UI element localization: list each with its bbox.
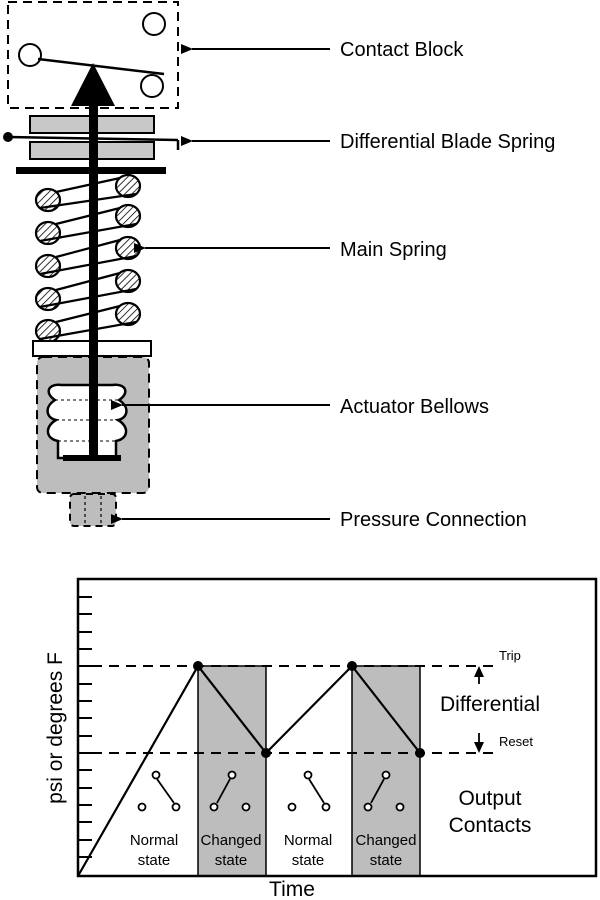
reset-point-1 xyxy=(261,748,271,758)
label-pressure-connection: Pressure Connection xyxy=(340,509,527,531)
differential-label: Differential xyxy=(440,693,540,716)
state-label-4-line1: Changed xyxy=(356,832,417,849)
label-main-spring: Main Spring xyxy=(340,239,447,261)
main-spring xyxy=(34,173,142,344)
x-axis-label: Time xyxy=(269,878,315,900)
callouts: Contact Block Differential Blade Spring … xyxy=(111,39,555,531)
contact-symbol-changed-2 xyxy=(363,770,405,812)
switch-mechanism xyxy=(3,1,180,527)
y-axis-label: psi or degrees F xyxy=(44,652,67,804)
contact-symbol-changed-1 xyxy=(209,770,251,812)
state-label-2-line1: Changed xyxy=(201,832,262,849)
contact-symbol-normal-2 xyxy=(287,770,331,812)
callout-actuator-bellows: Actuator Bellows xyxy=(111,396,489,418)
contact-terminal-common xyxy=(18,43,42,67)
label-differential-blade-spring: Differential Blade Spring xyxy=(340,131,555,153)
output-contacts-label-line1: Output xyxy=(458,787,521,810)
contact-symbol-normal-1 xyxy=(137,770,181,812)
state-label-3-line2: state xyxy=(292,852,325,869)
callout-contact-block: Contact Block xyxy=(181,39,464,61)
pressure-connection xyxy=(69,493,117,527)
callout-differential-blade-spring: Differential Blade Spring xyxy=(181,131,555,153)
state-label-4-line2: state xyxy=(370,852,403,869)
state-label-1-line2: state xyxy=(138,852,171,869)
trip-point-1 xyxy=(193,661,203,671)
trip-label: Trip xyxy=(499,648,521,663)
differential-arrows xyxy=(474,666,484,753)
contact-terminal-lower xyxy=(140,74,164,98)
callout-main-spring: Main Spring xyxy=(134,239,447,261)
output-contacts-label-line2: Contacts xyxy=(449,814,532,837)
state-label-2-line2: state xyxy=(215,852,248,869)
state-label-3-line1: Normal xyxy=(284,832,332,849)
reset-label: Reset xyxy=(499,734,533,749)
label-actuator-bellows: Actuator Bellows xyxy=(340,396,489,418)
plot-frame xyxy=(76,577,598,878)
contact-terminal-upper xyxy=(142,12,166,36)
label-contact-block: Contact Block xyxy=(340,39,464,61)
contact-arm xyxy=(37,57,165,76)
callout-pressure-connection: Pressure Connection xyxy=(111,509,527,531)
state-label-1-line1: Normal xyxy=(130,832,178,849)
y-axis-ticks xyxy=(78,596,92,858)
pressure-time-graph: Trip Reset Differential Output Contacts xyxy=(44,577,598,900)
actuator-rod xyxy=(71,63,115,455)
reset-point-2 xyxy=(415,748,425,758)
trip-point-2 xyxy=(347,661,357,671)
